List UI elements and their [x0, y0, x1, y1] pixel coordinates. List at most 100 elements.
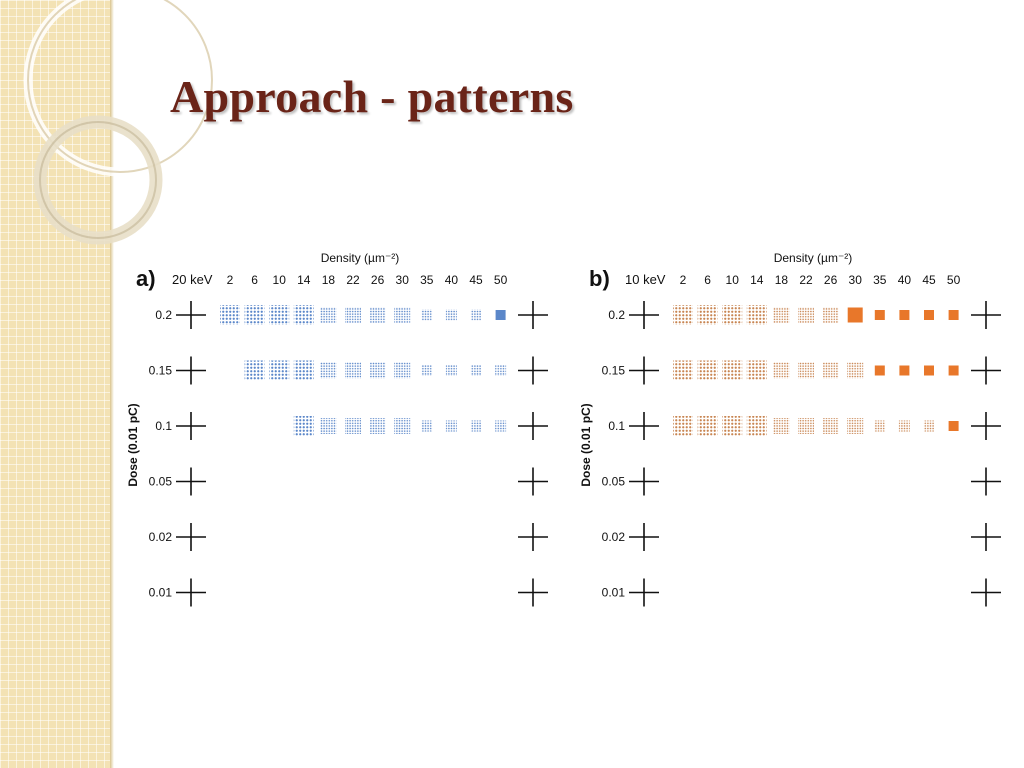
- panel-a-pattern-cell: [345, 418, 361, 434]
- panel-a-dose-tick: 0.15: [149, 364, 173, 378]
- decorative-rings: [23, 0, 217, 245]
- panel-b-dose-tick: 0.01: [602, 586, 626, 600]
- panel-a-pattern-cell: [445, 420, 457, 432]
- panel-b-pattern-cell: [874, 365, 885, 376]
- panel-b-alignment-cross-left: [629, 578, 659, 607]
- sidebar-edge: [110, 0, 114, 768]
- panel-b-pattern-cell: [746, 305, 767, 325]
- panel-b-density-tick: 2: [680, 273, 687, 287]
- panel-a-x-axis-title: Density (µm⁻²): [321, 251, 400, 265]
- panel-b-pattern-cell: [948, 365, 959, 376]
- panel-a-pattern-cell: [421, 365, 433, 376]
- panel-a-pattern-cell: [244, 360, 265, 381]
- panel-a-y-axis-title: Dose (0.01 pC): [126, 403, 140, 486]
- panel-a-density-tick: 6: [251, 273, 258, 287]
- panel-a-pattern-cell: [244, 305, 265, 325]
- panel-b-dose-tick: 0.1: [608, 419, 625, 433]
- panel-a-pattern-cell: [394, 418, 411, 434]
- panel-b-pattern-cell: [773, 307, 790, 323]
- panel-b-pattern-cell: [822, 362, 839, 379]
- panel-a-pattern-cell: [220, 305, 240, 325]
- panel-b-density-tick: 45: [922, 273, 936, 287]
- panel-a-pattern-cell: [394, 362, 411, 379]
- panel-b-x-axis-title: Density (µm⁻²): [774, 251, 853, 265]
- panel-b-alignment-cross-left: [629, 301, 659, 329]
- panel-a-pattern-cell: [269, 360, 290, 381]
- panel-a-alignment-cross-left: [176, 467, 206, 496]
- panel-a-pattern-cell: [369, 362, 386, 379]
- panel-a-density-tick: 30: [396, 273, 410, 287]
- panel-a-alignment-cross-left: [176, 412, 206, 440]
- panel-a-density-tick: 22: [346, 273, 360, 287]
- panel-a-density-tick: 10: [273, 273, 287, 287]
- panel-a-alignment-cross-right: [518, 356, 548, 385]
- panel-b-label: b): [589, 266, 610, 291]
- panel-b-alignment-cross-right: [971, 412, 1001, 440]
- panel-b-y-axis-title: Dose (0.01 pC): [579, 403, 593, 486]
- panel-b-pattern-cell: [722, 360, 743, 381]
- panel-a-pattern-cell: [421, 420, 433, 432]
- panel-a-pattern-cell: [369, 418, 386, 434]
- panel-b-alignment-cross-left: [629, 523, 659, 551]
- panel-a-pattern-cell: [470, 309, 482, 321]
- panel-b-pattern-cell: [673, 416, 693, 436]
- panel-b-pattern-cell: [847, 418, 864, 434]
- panel-a-pattern-cell: [320, 362, 337, 379]
- panel-b-density-tick: 35: [873, 273, 887, 287]
- panel-b-dose-tick: 0.02: [602, 530, 626, 544]
- panel-b-pattern-cell: [847, 307, 863, 323]
- panel-b-pattern-cell: [899, 310, 910, 320]
- panel-b-pattern-cell: [773, 362, 790, 379]
- panel-b-density-tick: 22: [799, 273, 813, 287]
- panel-b-pattern-cell: [697, 416, 718, 436]
- panel-b-alignment-cross-left: [629, 467, 659, 496]
- panel-b-alignment-cross-right: [971, 578, 1001, 607]
- panel-a-pattern-cell: [293, 360, 314, 381]
- panel-a-density-tick: 18: [322, 273, 336, 287]
- panel-b-alignment-cross-right: [971, 301, 1001, 329]
- panel-b-density-tick: 50: [947, 273, 961, 287]
- panel-b-alignment-cross-right: [971, 523, 1001, 551]
- panel-a-dose-tick: 0.1: [155, 419, 172, 433]
- panel-a-alignment-cross-left: [176, 301, 206, 329]
- ring-large-outline: [27, 0, 213, 173]
- panel-a-pattern-cell: [320, 307, 337, 323]
- panel-a-pattern-cell: [320, 418, 337, 434]
- panel-a-alignment-cross-left: [176, 523, 206, 551]
- panel-a-pattern-cell: [445, 309, 457, 321]
- panel-b-density-tick: 6: [704, 273, 711, 287]
- panel-a-dose-tick: 0.02: [149, 530, 173, 544]
- panel-b-pattern-cell: [798, 362, 814, 379]
- panel-a-alignment-cross-right: [518, 578, 548, 607]
- panel-b-density-tick: 26: [824, 273, 838, 287]
- panel-b-pattern-cell: [822, 418, 839, 434]
- panel-b-pattern-cell: [773, 418, 790, 434]
- panel-b-pattern-cell: [847, 362, 864, 379]
- panel-a-density-tick: 14: [297, 273, 311, 287]
- panel-b-alignment-cross-right: [971, 467, 1001, 496]
- panel-b-pattern-cell: [697, 305, 718, 325]
- panel-a-alignment-cross-right: [518, 412, 548, 440]
- panel-a-pattern-cell: [495, 365, 507, 376]
- panel-b-pattern-cell: [798, 307, 814, 323]
- panel-b-dose-tick: 0.2: [608, 308, 625, 322]
- panel-b-density-tick: 30: [849, 273, 863, 287]
- panel-a-pattern-cell: [495, 420, 507, 432]
- panel-a-dose-tick: 0.01: [149, 586, 173, 600]
- panel-b-pattern-cell: [697, 360, 718, 381]
- panel-b-pattern-cell: [874, 310, 885, 320]
- panel-a-pattern-cell: [345, 362, 361, 379]
- panel-a-dose-tick: 0.2: [155, 308, 172, 322]
- panel-a-pattern-cell: [369, 307, 386, 323]
- panel-b-density-tick: 14: [750, 273, 764, 287]
- panel-b-pattern-cell: [924, 310, 934, 320]
- panel-b-pattern-cell: [722, 305, 743, 325]
- panel-a-density-tick: 45: [469, 273, 483, 287]
- panel-b-density-tick: 40: [898, 273, 912, 287]
- panel-a-pattern-cell: [394, 307, 411, 323]
- panel-a-pattern-cell: [495, 310, 506, 320]
- panel-b-pattern-cell: [722, 416, 743, 436]
- panel-b-dose-tick: 0.15: [602, 364, 626, 378]
